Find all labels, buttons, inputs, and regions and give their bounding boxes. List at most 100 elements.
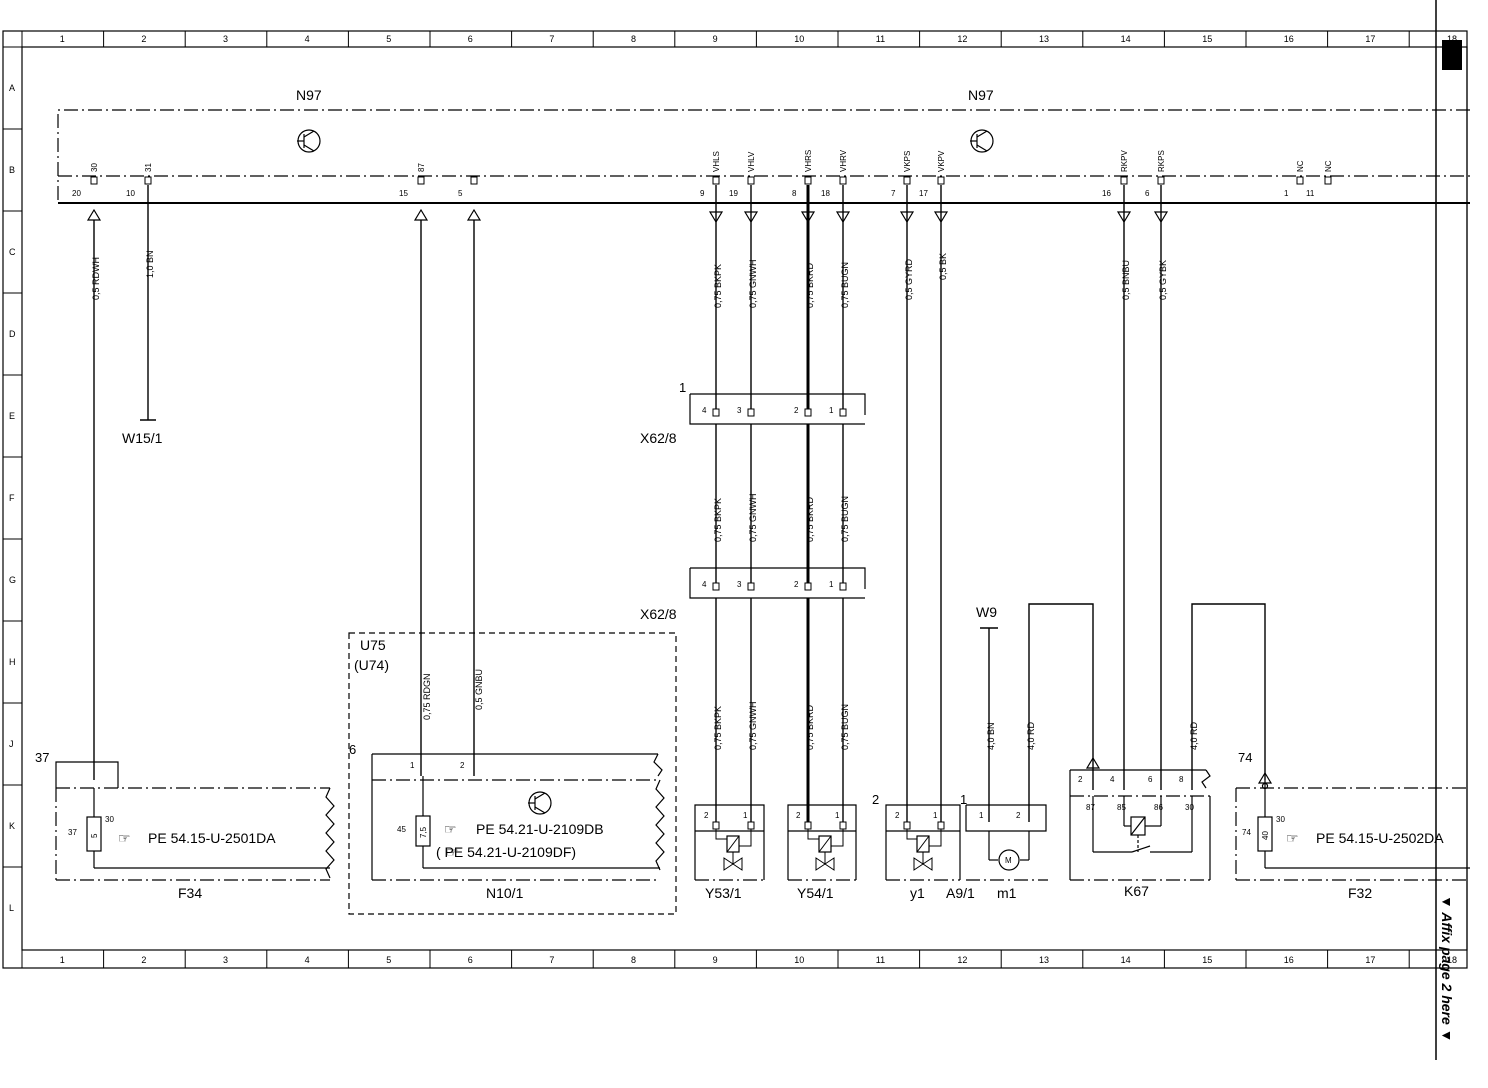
column-number: 13 [1039,34,1049,44]
column-number: 7 [549,34,554,44]
connector-pin [712,408,720,417]
wire-label: 0,5 GYRD [904,258,914,300]
pin-number: 2 [796,811,801,820]
n97-pin [712,176,720,185]
wire-label: 0,75 BKRD [805,704,815,750]
x62-8-top-num: 1 [679,380,686,395]
pin-label: 30 [1185,803,1194,812]
arrow-up-icon [86,208,102,221]
solenoid-icon [726,835,740,853]
column-number: 3 [223,955,228,965]
pin-name: RKPV [1120,150,1129,172]
k67-label: K67 [1124,883,1149,899]
wire-label: 0,75 BKPK [713,498,723,542]
k67-box [1069,769,1211,881]
n97-pin [804,176,812,185]
pin-number: 18 [821,189,830,198]
transistor-icon [970,129,994,153]
pin-label: 6 [1148,775,1153,784]
pin-number: 1 [1284,189,1289,198]
arrow-down-icon [743,211,759,224]
y53-1-label: Y53/1 [705,885,742,901]
wire-label: 0,75 GNWH [748,701,758,750]
column-number: 11 [876,955,885,965]
column-number: 12 [957,955,967,965]
n97-right-label: N97 [968,87,994,103]
column-number: 11 [876,34,885,44]
column-number: 9 [713,955,718,965]
pin-number: 1 [835,811,840,820]
wire [807,829,819,840]
pin-name: NC [1324,160,1333,172]
n97-pin [903,176,911,185]
n97-pin [1157,176,1165,185]
connector-pin [747,821,755,830]
pin-label: 1 [979,811,984,820]
n97-pin [839,176,847,185]
pin-number: 16 [1102,189,1111,198]
y54-1-label: Y54/1 [797,885,834,901]
pin-number: 15 [399,189,408,198]
fuse-value: 40 [1261,831,1270,840]
connector-pin [712,582,720,591]
column-number: 5 [386,955,391,965]
row-letter: D [9,329,16,339]
f34-box [55,761,335,881]
pin-number: 1 [829,406,834,415]
n97-pin [90,176,98,185]
wire [906,829,917,840]
pin-name: 87 [417,163,426,172]
pin-number: 2 [794,406,799,415]
pin-name: NC [1296,160,1305,172]
pin-number: 5 [458,189,463,198]
column-number: 14 [1121,955,1131,965]
wire-label: 0,75 BUGN [840,496,850,542]
column-number: 3 [223,34,228,44]
n97-pin [747,176,755,185]
column-number: 1 [60,955,65,965]
x62-8-top-label: X62/8 [640,430,677,446]
arrow-up-icon [466,208,482,221]
column-number: 18 [1447,955,1457,965]
column-number: 7 [549,955,554,965]
x62-8-connector-bottom [689,567,866,599]
pin-label: 74 [1242,828,1251,837]
f34-num: 37 [35,750,49,765]
wire [739,829,752,847]
wire-label: 0,75 GNWH [748,493,758,542]
column-number: 15 [1202,955,1212,965]
connector-pin [747,582,755,591]
transistor-icon [528,791,552,815]
wire-label: 0,75 BKPK [713,706,723,750]
wires [86,185,1273,822]
pin-number: 3 [737,406,742,415]
hand-icon: ☞ [446,844,459,860]
pin-label: 4 [1110,775,1115,784]
wire-label: 0,5 GYBK [1158,260,1168,300]
column-number: 14 [1121,34,1131,44]
n97-box [57,109,1470,204]
wire [715,829,727,840]
pin-label: 8 [1179,775,1184,784]
pin-label: 1 [410,761,415,770]
pin-label: 45 [397,825,406,834]
connector-pin [712,821,720,830]
solenoid-icon [916,835,930,853]
y1-label: y1 [910,885,925,901]
n97-pin [417,176,425,185]
valve-housing [885,804,961,880]
wire-label: 0,75 BKRD [805,496,815,542]
transistor-icon [297,129,321,153]
column-number: 17 [1365,34,1375,44]
f32-label: F32 [1348,885,1372,901]
column-number: 1 [60,34,65,44]
n10-1-box [371,753,665,881]
pin-number: 11 [1306,189,1315,198]
corner-marker [1442,40,1462,70]
pin-number: 2 [895,811,900,820]
pin-name: VHRS [804,150,813,172]
pin-name: 30 [90,163,99,172]
